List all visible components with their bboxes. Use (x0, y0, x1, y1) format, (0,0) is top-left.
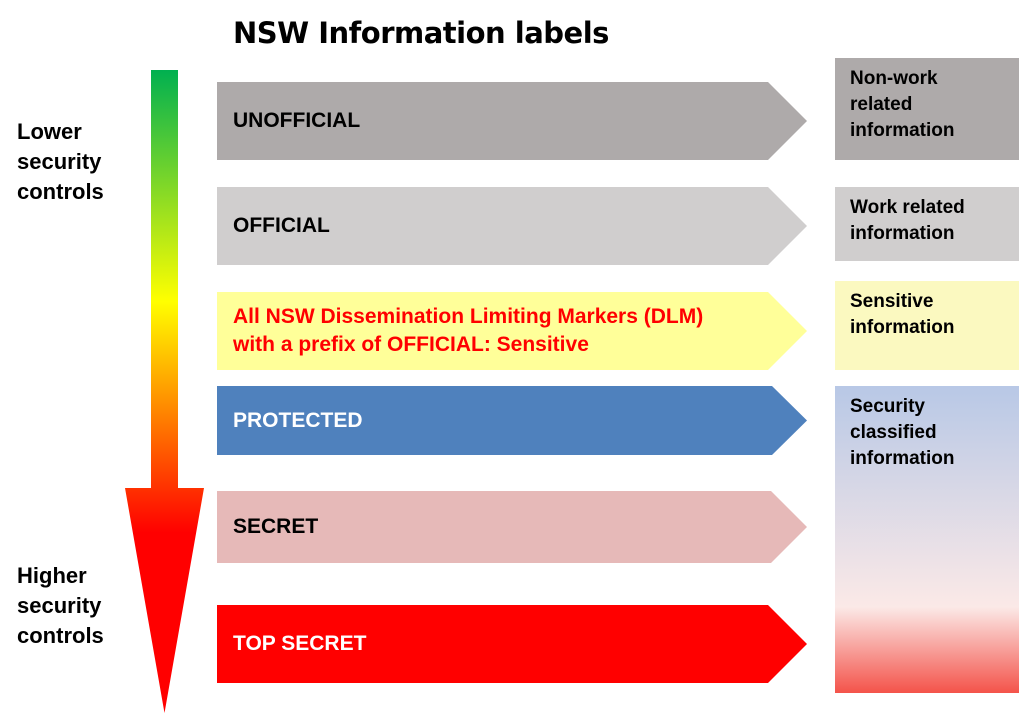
band-unofficial-text: UNOFFICIAL (233, 109, 361, 132)
band-secret-text: SECRET (233, 515, 319, 538)
info-non-work-line-2: related (850, 94, 913, 115)
band-dlm-shape (217, 292, 807, 370)
band-unofficial: UNOFFICIAL (217, 82, 807, 160)
band-protected-shape (217, 386, 807, 455)
security-gradient-arrow (125, 70, 204, 713)
higher-label-line-1: Higher (17, 563, 87, 588)
band-dlm-text-line-2: with a prefix of OFFICIAL: Sensitive (233, 333, 589, 356)
band-protected-text: PROTECTED (233, 408, 363, 432)
band-official-shape (217, 187, 807, 265)
band-secret-label: SECRET (233, 491, 318, 563)
band-top-secret-text: TOP SECRET (233, 632, 367, 655)
higher-security-controls-label: Higher security controls (17, 561, 104, 651)
info-box-non-work: Non-work related information (835, 58, 1019, 160)
higher-label-line-3: controls (17, 623, 104, 648)
band-protected-label: PROTECTED (233, 386, 363, 455)
band-unofficial-shape (217, 82, 807, 160)
info-non-work-line-1: Non-work (850, 68, 938, 89)
info-classified-line-1: Security (850, 396, 925, 417)
band-secret: SECRET (217, 491, 807, 563)
band-secret-shape (217, 491, 807, 563)
lower-label-line-1: Lower (17, 119, 82, 144)
band-top-secret: TOP SECRET (217, 605, 807, 683)
info-non-work-line-3: information (850, 120, 955, 141)
band-protected: PROTECTED (217, 386, 807, 455)
info-sensitive-line-2: information (850, 317, 955, 338)
band-official: OFFICIAL (217, 187, 807, 265)
band-dlm: All NSW Dissemination Limiting Markers (… (217, 292, 807, 370)
info-classified-line-2: classified (850, 422, 937, 443)
band-official-text: OFFICIAL (233, 214, 330, 237)
band-top-secret-label: TOP SECRET (233, 605, 366, 683)
info-box-work-related: Work related information (835, 187, 1019, 261)
lower-label-line-3: controls (17, 179, 104, 204)
band-dlm-label: All NSW Dissemination Limiting Markers (… (233, 292, 703, 370)
info-sensitive-line-1: Sensitive (850, 291, 934, 312)
info-classified-line-3: information (850, 448, 955, 469)
band-dlm-text-line-1: All NSW Dissemination Limiting Markers (… (233, 305, 704, 328)
info-box-security-classified: Security classified information (835, 386, 1019, 693)
info-work-related-line-1: Work related (850, 197, 965, 218)
band-official-label: OFFICIAL (233, 187, 330, 265)
page-title: NSW Information labels (233, 16, 609, 50)
lower-label-line-2: security (17, 149, 102, 174)
band-top-secret-shape (217, 605, 807, 683)
info-box-sensitive: Sensitive information (835, 281, 1019, 370)
info-work-related-line-2: information (850, 223, 955, 244)
lower-security-controls-label: Lower security controls (17, 117, 104, 207)
higher-label-line-2: security (17, 593, 102, 618)
band-unofficial-label: UNOFFICIAL (233, 82, 360, 160)
